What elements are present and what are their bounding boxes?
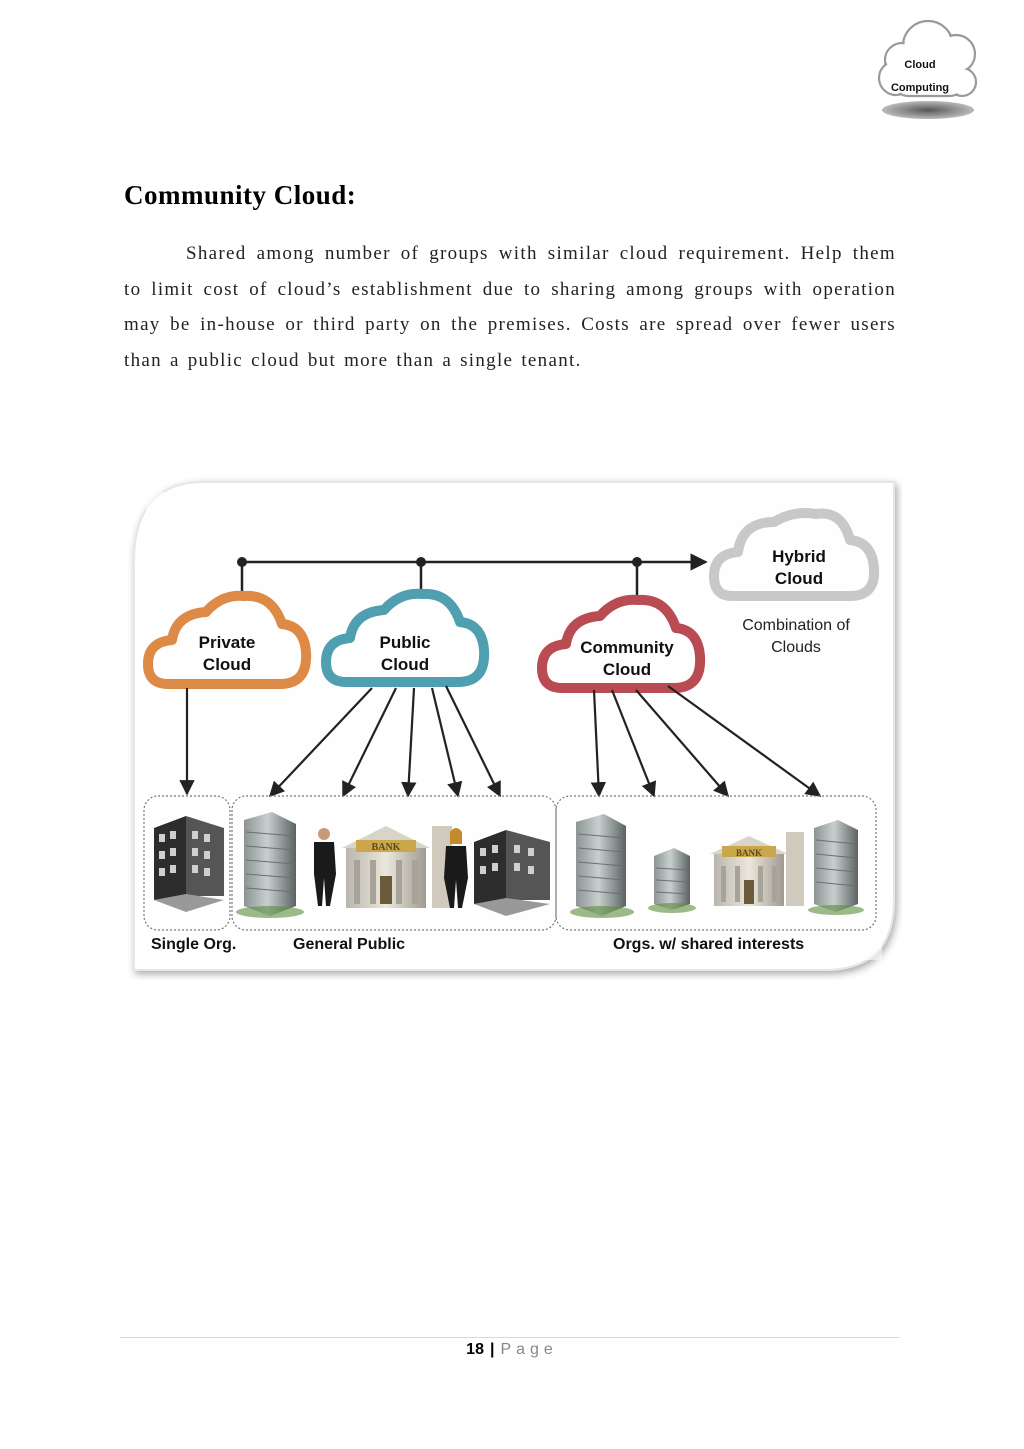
footer-separator: | [489,1341,495,1358]
community-cloud-icon [537,594,706,693]
glass-tower-icon-4 [808,820,864,915]
page-number: 18 [466,1341,484,1358]
private-cloud-label-line1: Private [199,633,256,652]
private-cloud-icon [143,590,312,689]
hybrid-cloud-icon [709,508,880,601]
orgs-shared-label: Orgs. w/ shared interests [613,936,804,953]
logo-text-line2: Computing [891,82,949,94]
bank-sign-2: BANK [736,848,762,858]
private-cloud-label-line2: Cloud [203,655,251,674]
bank-building-icon-2: BANK [710,832,804,906]
body-paragraph: Shared among number of groups with simil… [124,243,896,372]
public-cloud-icon [321,588,490,687]
deployment-arrows [179,685,822,798]
page-title: Community Cloud: [124,180,357,210]
footer-divider [120,1337,900,1338]
hybrid-caption-line2: Clouds [771,639,821,656]
general-public-box [231,795,557,931]
cloud-computing-logo: Cloud Computing [877,19,978,119]
single-org-label: Single Org. [151,936,236,953]
public-cloud-label-line2: Cloud [381,655,429,674]
community-cloud-label-line2: Cloud [603,660,651,679]
general-public-label: General Public [293,936,405,953]
businesswoman-icon [444,828,468,908]
orgs-shared-box [555,795,877,931]
single-org-box [143,795,231,931]
hybrid-cloud-label-line1: Hybrid [772,547,826,566]
logo-text-line1: Cloud [904,59,935,71]
glass-tower-icon-3 [648,848,696,913]
office-building-icon-public [474,830,550,916]
businessman-icon [314,828,336,906]
page-footer: 18 | Page [0,1341,1024,1359]
hybrid-cloud-label-line2: Cloud [775,569,823,588]
glass-tower-icon-2 [570,814,634,918]
public-cloud-label-line1: Public [379,633,430,652]
hybrid-caption-line1: Combination of [742,617,850,634]
logo-shadow [882,101,974,119]
cloud-deployment-diagram: Hybrid Cloud Combination of Clouds Priva… [133,481,895,971]
group-boxes [143,795,877,931]
glass-tower-icon-1 [236,812,304,918]
community-cloud-label-line1: Community [580,638,674,657]
bank-sign-1: BANK [372,842,401,853]
office-building-icon-single [154,816,224,912]
page-label: Page [500,1341,558,1358]
bank-building-icon-1: BANK [342,826,452,908]
